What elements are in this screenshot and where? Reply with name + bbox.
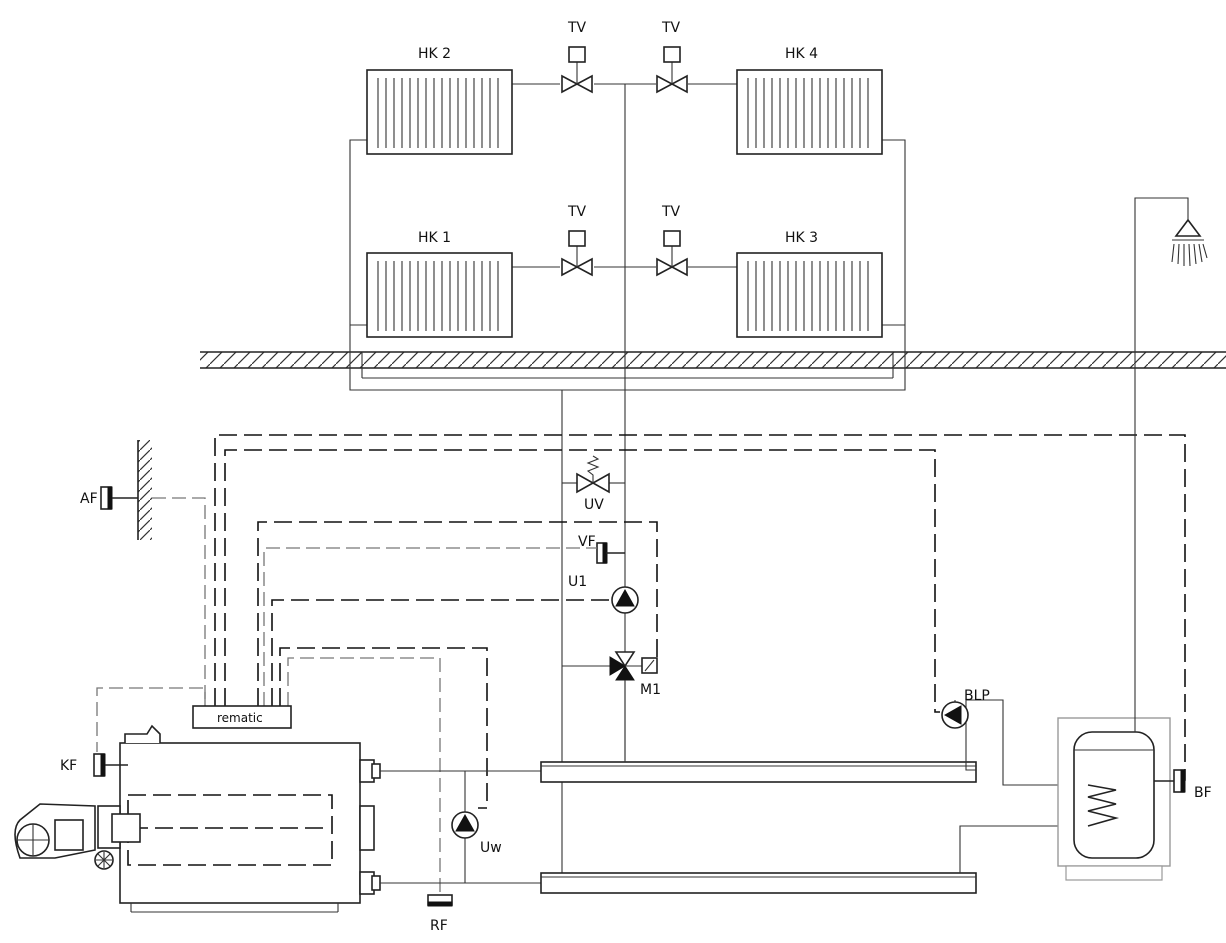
rematic-controller	[192, 705, 292, 729]
boiler	[119, 724, 381, 913]
label-rf: RF	[430, 918, 448, 934]
valve-tv-bottom-left	[561, 230, 593, 277]
radiator-hk3	[736, 252, 883, 338]
label-hk4: HK 4	[785, 46, 818, 62]
dhw-storage-tank	[1057, 717, 1171, 881]
label-hk3: HK 3	[785, 230, 818, 246]
control-wiring	[96, 434, 1186, 895]
outdoor-wall	[137, 440, 152, 540]
mixing-valve-m1	[562, 651, 658, 681]
shower-head-icon	[1171, 218, 1208, 267]
label-hk2: HK 2	[418, 46, 451, 62]
valve-tv-top-right	[656, 46, 688, 94]
label-uv: UV	[584, 497, 604, 513]
label-uw: Uw	[480, 840, 502, 856]
flow-sensor-vf	[596, 542, 625, 564]
radiator-hk2	[366, 69, 513, 155]
label-vf: VF	[578, 534, 596, 550]
label-tv-2: TV	[661, 20, 681, 36]
label-tv-4: TV	[661, 204, 681, 220]
upper-pipe-network	[349, 83, 906, 883]
hot-water-line	[1134, 197, 1189, 732]
header-supply	[540, 761, 977, 783]
boiler-piping	[380, 770, 541, 884]
overflow-valve-uv	[562, 455, 625, 494]
radiator-hk4	[736, 69, 883, 155]
burner	[14, 803, 141, 870]
storage-sensor-bf	[1154, 769, 1186, 793]
label-tv-1: TV	[567, 20, 587, 36]
label-kf: KF	[60, 758, 77, 774]
pump-blp	[941, 701, 969, 729]
valve-tv-top-left	[561, 46, 593, 94]
header-return	[540, 872, 977, 894]
label-blp: BLP	[964, 688, 990, 704]
valve-tv-bottom-right	[656, 230, 688, 277]
outdoor-sensor-af	[100, 486, 138, 510]
label-rematic: rematic	[217, 711, 263, 725]
label-bf: BF	[1194, 785, 1212, 801]
return-sensor-rf	[427, 894, 453, 907]
pump-u1	[611, 586, 639, 614]
radiator-hk1	[366, 252, 513, 338]
label-m1: M1	[640, 682, 661, 698]
boiler-sensor-kf	[93, 753, 128, 777]
label-af: AF	[80, 491, 98, 507]
label-u1: U1	[568, 574, 587, 590]
label-tv-3: TV	[567, 204, 587, 220]
label-hk1: HK 1	[418, 230, 451, 246]
pump-uw	[451, 811, 479, 839]
floor-slab	[200, 351, 1226, 369]
